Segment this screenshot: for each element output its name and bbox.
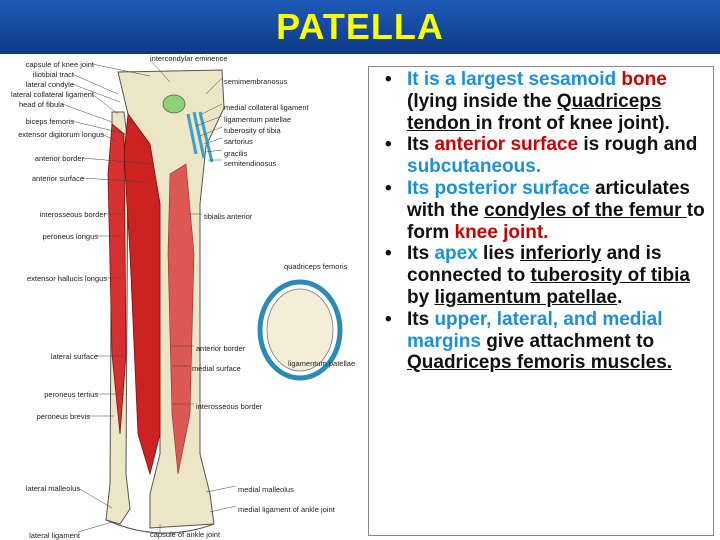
figure-label: anterior surface [32,174,84,183]
figure-label: interosseous border [40,210,107,219]
bullet-text-run: upper, lateral, and medial margins [407,308,663,352]
bullet-item: • It is a largest sesamoid bone (lying in… [369,69,713,134]
bullet-text-run: Its [407,134,435,156]
bullet-text-run: subcutaneous. [407,156,542,178]
figure-label: semimembranosus [224,77,288,86]
notes-panel: • It is a largest sesamoid bone (lying in… [368,66,714,536]
figure-label: iliotibial tract [33,70,75,79]
labels-right: intercondylar eminence semimembranosus med… [150,54,355,539]
peroneus-muscle [107,123,127,435]
bullet-text-run: It is a largest sesamoid [407,69,622,90]
bullet-text-run: apex [434,243,478,265]
bullet-text-run: . [617,286,623,308]
figure-label: lateral collateral ligament [11,90,95,99]
bullet-text-run: Its [407,243,435,265]
bullet-text-run: give attachment to [480,330,655,352]
bullet-text-run: lies [477,243,521,265]
bullet-text-run: bone [621,69,667,90]
figure-label: ligamentum patellae [224,115,291,124]
bullet-text-run: to form [407,199,705,243]
bullet-text-run: in front of knee joint). [475,112,670,134]
ankle-capsule [105,519,215,534]
bullet-text-run: by [407,286,435,308]
bullet-text-run: is rough and [578,134,698,156]
bullet-dot-icon: • [385,69,392,90]
figure-label: medial ligament of ankle joint [238,505,336,514]
slide-title: PATELLA [276,6,444,47]
figure-label: tuberosity of tibia [224,126,282,135]
figure-label: medial collateral ligament [224,103,310,112]
figure-label: anterior border [35,154,85,163]
figure-label: quadriceps femoris [284,262,348,271]
bullet-text-run: (lying inside the [407,90,557,112]
figure-label: interosseous border [196,402,263,411]
figure-label: anterior border [196,344,246,353]
figure-label: medial surface [192,364,241,373]
figure-label: peroneus longus [43,232,99,241]
bullet-text-run: tuberosity of tibia [530,265,690,287]
figure-label: lateral surface [51,352,98,361]
bullet-text-run: knee joint. [454,221,549,243]
bullet-text-run: anterior surface [434,134,579,156]
figure-label: extensor digitorum longus [18,130,104,139]
title-bar: PATELLA [0,0,720,54]
bullet-text-run: Quadriceps femoris muscles. [407,352,673,374]
figure-label: peroneus brevis [37,412,91,421]
figure-label: tibialis anterior [204,212,253,221]
bullet-text-run: and is connected to [407,243,662,287]
bullet-dot-icon: • [385,134,392,156]
patella-cartilage [162,94,186,114]
tibialis-anterior-muscle [167,163,195,475]
bullet-item: • Its apex lies inferiorly and is connect… [369,243,713,308]
bullet-item: • Its posterior surface articulates with … [369,178,713,243]
bullet-text-run: Its [407,308,435,330]
medial-tendons [186,111,214,163]
bullet-text-run: condyles of the femur [484,199,687,221]
bullet-text-run: Quadriceps tendon [407,90,662,134]
figure-label: semitendinosus [224,159,276,168]
bullet-text-run: articulates with the [407,177,690,221]
figure-label: capsule of ankle joint [150,530,221,539]
figure-label: intercondylar eminence [150,54,228,63]
bullet-dot-icon: • [385,243,392,265]
figure-label: head of fibula [19,100,65,109]
bullet-text-run: Its posterior surface [407,177,590,199]
figure-label: biceps femoris [26,117,75,126]
bullet-dot-icon: • [385,177,392,199]
bullet-text-run: inferiorly [520,243,602,265]
lateral-muscle-group [123,112,161,476]
figure-label: peroneus tertius [44,390,98,399]
bullet-item: •Its upper, lateral, and medial margins … [369,309,713,374]
bullet-item: • Its anterior surface is rough and subcu… [369,134,713,178]
figure-label: medial malleolus [238,485,294,494]
figure-label: capsule of knee joint [26,60,95,69]
bullet-text-run: ligamentum patellae [434,286,618,308]
figure-label: gracilis [224,149,248,158]
bullet-dot-icon: • [385,308,392,330]
figure-label: lateral condyle [26,80,74,89]
figure-label: extensor hallucis longus [27,274,107,283]
bullet-list: • It is a largest sesamoid bone (lying in… [369,67,713,374]
figure-label: sartorius [224,137,253,146]
figure-label: lateral malleolus [26,484,80,493]
figure-label: lateral ligament [29,531,81,540]
figure-label: ligamentum patellae [288,359,355,368]
